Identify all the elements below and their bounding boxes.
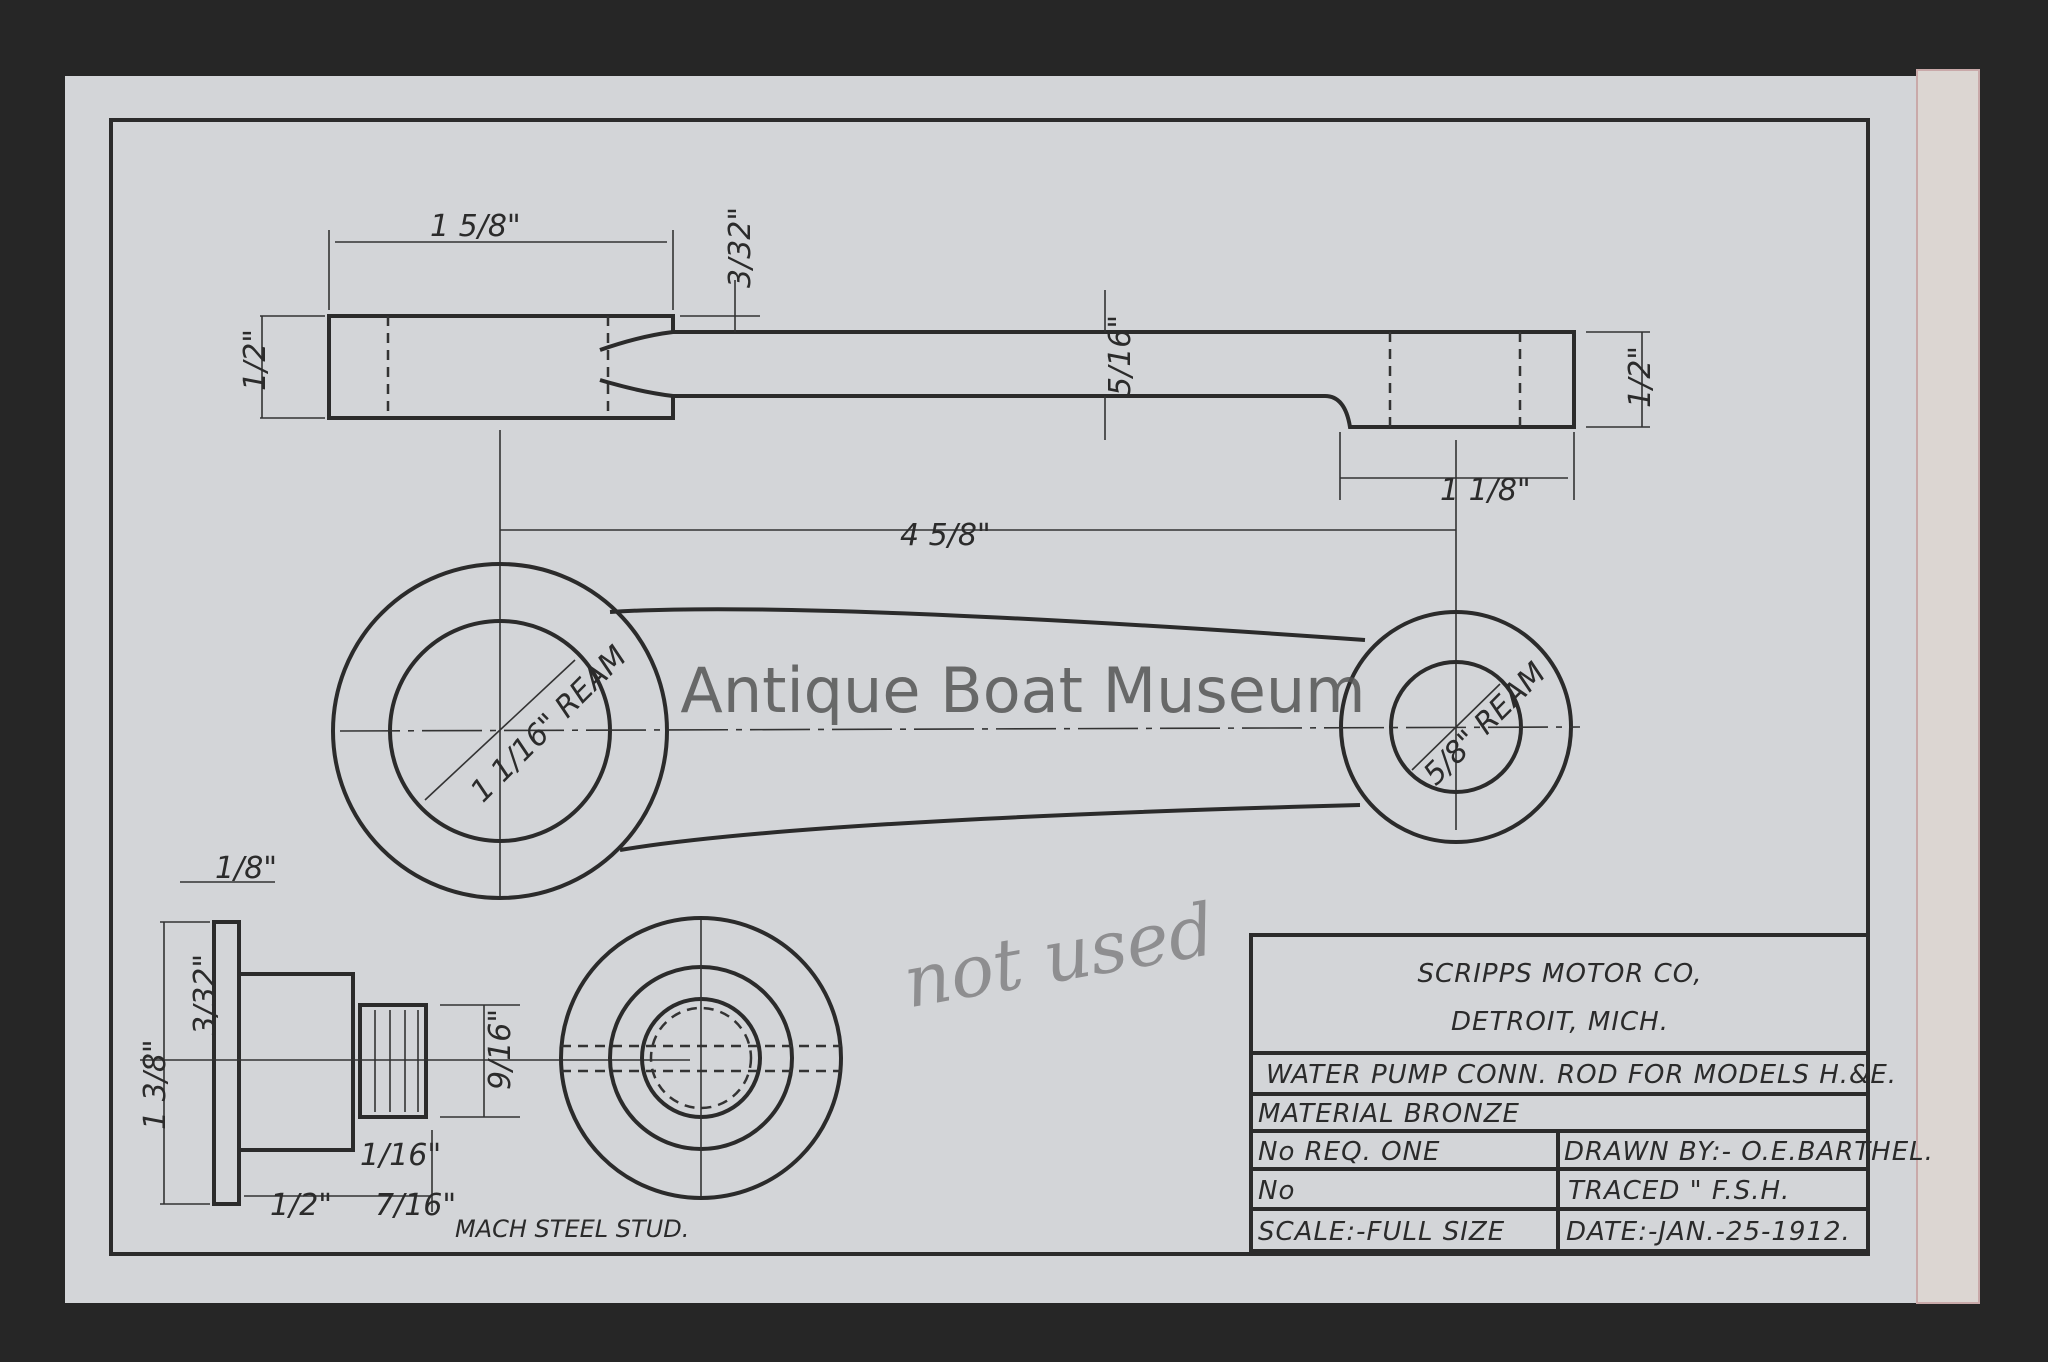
drawing-number: No (1258, 1176, 1295, 1206)
rod-side-view (260, 230, 1650, 900)
company-city: DETROIT, MICH. (1451, 1007, 1669, 1037)
scale: SCALE:-FULL SIZE (1258, 1217, 1505, 1247)
dim-flange-dia: 1 3/8" (138, 1039, 173, 1130)
company-name: SCRIPPS MOTOR CO, (1418, 959, 1703, 989)
part-name: WATER PUMP CONN. ROD FOR MODELS H.&E. (1266, 1060, 1897, 1090)
dim-right-height: 1/2" (1623, 346, 1658, 408)
drawing-border (109, 118, 1870, 1256)
stud-label: MACH STEEL STUD. (455, 1215, 689, 1243)
paper-right-strip (1916, 69, 1980, 1304)
material: MATERIAL BRONZE (1258, 1099, 1520, 1129)
stud-side-view (140, 881, 690, 1212)
dim-thread-length: 7/16" (375, 1188, 456, 1223)
dim-stud-groove: 3/32" (188, 954, 223, 1035)
dim-undercut: 1/16" (360, 1138, 441, 1173)
dim-flange-thickness: 1/8" (215, 851, 277, 886)
stud-end-view (559, 916, 843, 1200)
dim-right-length: 1 1/8" (1440, 473, 1531, 508)
dim-top-left-length: 1 5/8" (430, 209, 521, 244)
title-block (1249, 933, 1870, 1253)
dim-thread-dia: 9/16" (483, 1009, 518, 1090)
number-required: No REQ. ONE (1258, 1137, 1440, 1167)
dim-left-height: 1/2" (238, 329, 273, 391)
dim-center-distance: 4 5/8" (900, 518, 991, 553)
rod-plan-view (331, 562, 1581, 900)
drawn-by: DRAWN BY:- O.E.BARTHEL. (1564, 1137, 1934, 1167)
traced-by: TRACED " F.S.H. (1568, 1176, 1790, 1206)
paper-sheet (65, 76, 1979, 1303)
date: DATE:-JAN.-25-1912. (1566, 1217, 1851, 1247)
dim-slot-depth: 3/32" (723, 207, 758, 288)
dim-body-length: 1/2" (270, 1188, 332, 1223)
watermark: Antique Boat Museum (680, 654, 1365, 727)
dim-shank-thickness: 5/16" (1103, 315, 1138, 396)
